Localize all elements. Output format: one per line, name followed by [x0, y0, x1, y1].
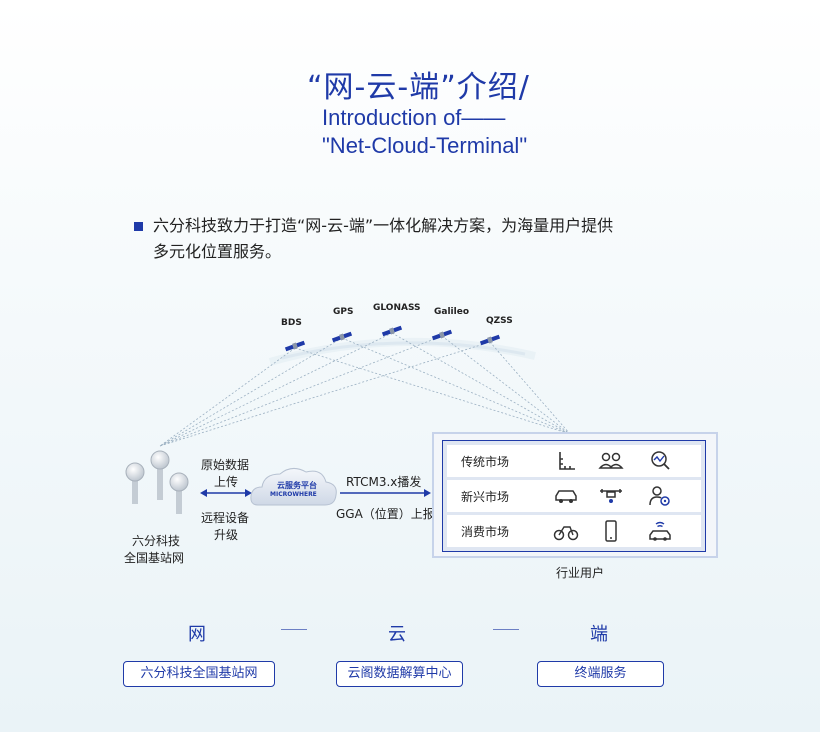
market-table: 传统市场 新兴市场 消费市场 — [442, 440, 706, 552]
market-label: 传统市场 — [461, 455, 510, 469]
intro-line-2: 多元化位置服务。 — [153, 242, 282, 261]
upload-double-arrow — [200, 489, 252, 497]
cloud-name-en: MICROWHERE — [270, 491, 317, 498]
subtitle-line-1: Introduction of—— — [322, 105, 506, 130]
drone-icon — [598, 483, 624, 509]
cloud-name-zh: 云服务平台 — [277, 481, 317, 490]
page-subtitle: Introduction of—— "Net-Cloud-Terminal" — [322, 104, 527, 160]
market-row-consumer: 消费市场 — [447, 515, 701, 547]
magnifier-chart-icon — [647, 448, 673, 474]
separator-line — [493, 629, 519, 630]
satellite-label-galileo: Galileo — [434, 307, 470, 317]
bullet-square-icon — [134, 222, 143, 231]
connected-car-icon — [647, 518, 673, 544]
bicycle-icon — [553, 518, 579, 544]
terminal-heading: 端 — [590, 624, 608, 645]
net-heading: 网 — [188, 624, 206, 645]
market-label: 消费市场 — [461, 525, 510, 539]
smartphone-icon — [598, 518, 624, 544]
satellite-icon-galileo — [431, 329, 453, 341]
separator-line — [281, 629, 307, 630]
market-label: 新兴市场 — [461, 490, 510, 504]
market-row-emerging: 新兴市场 — [447, 480, 701, 512]
upgrade-label: 升级 — [214, 528, 239, 542]
survey-ruler-icon — [553, 448, 579, 474]
base-station-icon — [125, 450, 189, 514]
person-settings-icon — [647, 483, 673, 509]
cloud-pill: 云阁数据解算中心 — [336, 661, 463, 687]
intro-paragraph: 六分科技致力于打造“网-云-端”一体化解决方案，为海量用户提供 多元化位置服务。 — [134, 213, 694, 265]
satellite-icon-qzss — [479, 334, 501, 346]
satellite-label-glonass: GLONASS — [373, 303, 421, 313]
intro-line-1: 六分科技致力于打造“网-云-端”一体化解决方案，为海量用户提供 — [153, 216, 614, 235]
station-caption-line-2: 全国基站网 — [124, 551, 185, 565]
orbit-arc-glow — [268, 337, 536, 366]
satellite-label-qzss: QZSS — [486, 316, 513, 326]
page-title: “网-云-端”介绍/ — [307, 70, 530, 105]
car-icon — [553, 483, 579, 509]
satellite-label-gps: GPS — [333, 307, 354, 317]
satellite-icon-gps — [331, 331, 353, 343]
broadcast-arrow — [340, 489, 431, 497]
cloud-platform-icon — [250, 468, 337, 506]
terminal-pill: 终端服务 — [537, 661, 664, 687]
upload-label: 上传 — [214, 475, 239, 489]
net-pill: 六分科技全国基站网 — [123, 661, 275, 687]
industry-users-caption: 行业用户 — [556, 566, 605, 580]
subtitle-line-2: "Net-Cloud-Terminal" — [322, 133, 528, 158]
satellite-icon-bds — [284, 340, 306, 352]
industry-users-panel: 传统市场 新兴市场 消费市场 — [432, 432, 718, 558]
satellite-label-bds: BDS — [281, 318, 302, 328]
satellite-icon-glonass — [381, 325, 403, 337]
market-row-traditional: 传统市场 — [447, 445, 701, 477]
raw-data-label: 原始数据 — [201, 458, 250, 472]
people-icon — [598, 448, 624, 474]
station-caption-line-1: 六分科技 — [132, 534, 181, 548]
rtcm-broadcast-label: RTCM3.x播发 — [346, 475, 422, 489]
remote-device-label: 远程设备 — [201, 511, 250, 525]
gga-report-label: GGA（位置）上报 — [336, 507, 435, 521]
cloud-heading: 云 — [388, 624, 406, 645]
signal-lines — [159, 332, 571, 447]
